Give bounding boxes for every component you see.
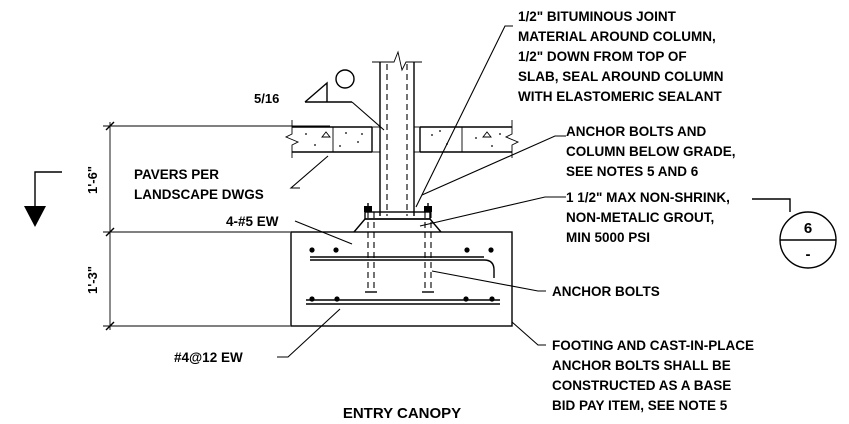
weld-size-label: 5/16 [254,91,279,106]
svg-text:ANCHOR BOLTS AND: ANCHOR BOLTS AND [566,124,706,139]
steel-column [371,50,422,216]
leader-lines [277,25,566,358]
dimension-lines [103,121,330,331]
base-plate [353,203,442,233]
concrete-footing [290,231,513,327]
paver-slab [284,120,520,158]
section-marker [752,198,837,269]
drawing-title: ENTRY CANOPY [343,405,461,422]
dimension-upper: 1'-6" [85,166,100,194]
note-grout: 1 1/2" MAX NON-SHRINK, NON-METALIC GROUT… [566,190,730,245]
svg-text:CONSTRUCTED AS A BASE: CONSTRUCTED AS A BASE [552,378,731,393]
section-marker-sheet: - [806,246,811,263]
note-anchor-bolts: ANCHOR BOLTS [552,284,660,299]
section-marker-number: 6 [804,220,812,237]
svg-text:PAVERS PER: PAVERS PER [134,167,219,182]
dimension-lower: 1'-3" [85,266,100,294]
svg-text:COLUMN BELOW GRADE,: COLUMN BELOW GRADE, [566,144,736,159]
note-footing: FOOTING AND CAST-IN-PLACE ANCHOR BOLTS S… [552,338,754,413]
svg-text:LANDSCAPE DWGS: LANDSCAPE DWGS [134,187,264,202]
svg-text:1/2" DOWN FROM TOP OF: 1/2" DOWN FROM TOP OF [518,49,687,64]
svg-text:1 1/2" MAX NON-SHRINK,: 1 1/2" MAX NON-SHRINK, [566,190,730,205]
rebar [306,247,500,305]
svg-text:FOOTING AND CAST-IN-PLACE: FOOTING AND CAST-IN-PLACE [552,338,754,353]
note-top-rebar: 4-#5 EW [226,214,279,229]
note-bottom-rebar: #4@12 EW [174,350,243,365]
svg-text:ANCHOR BOLTS SHALL BE: ANCHOR BOLTS SHALL BE [552,358,731,373]
svg-text:MATERIAL AROUND COLUMN,: MATERIAL AROUND COLUMN, [518,29,716,44]
svg-text:SLAB, SEAL AROUND COLUMN: SLAB, SEAL AROUND COLUMN [518,69,724,84]
svg-text:WITH ELASTOMERIC SEALANT: WITH ELASTOMERIC SEALANT [518,89,722,104]
note-joint-material: 1/2" BITUMINOUS JOINT MATERIAL AROUND CO… [518,9,724,104]
note-anchor-bolts-grade: ANCHOR BOLTS AND COLUMN BELOW GRADE, SEE… [566,124,736,179]
section-cut-arrow [24,171,62,227]
svg-text:NON-METALIC GROUT,: NON-METALIC GROUT, [566,210,714,225]
svg-text:1/2" BITUMINOUS JOINT: 1/2" BITUMINOUS JOINT [518,9,677,24]
anchor-bolts [365,212,434,293]
note-pavers: PAVERS PER LANDSCAPE DWGS [134,167,264,202]
weld-symbol [304,69,385,131]
svg-text:MIN 5000 PSI: MIN 5000 PSI [566,230,650,245]
svg-text:BID PAY ITEM, SEE NOTE 5: BID PAY ITEM, SEE NOTE 5 [552,398,728,413]
svg-text:SEE NOTES 5 AND 6: SEE NOTES 5 AND 6 [566,164,699,179]
